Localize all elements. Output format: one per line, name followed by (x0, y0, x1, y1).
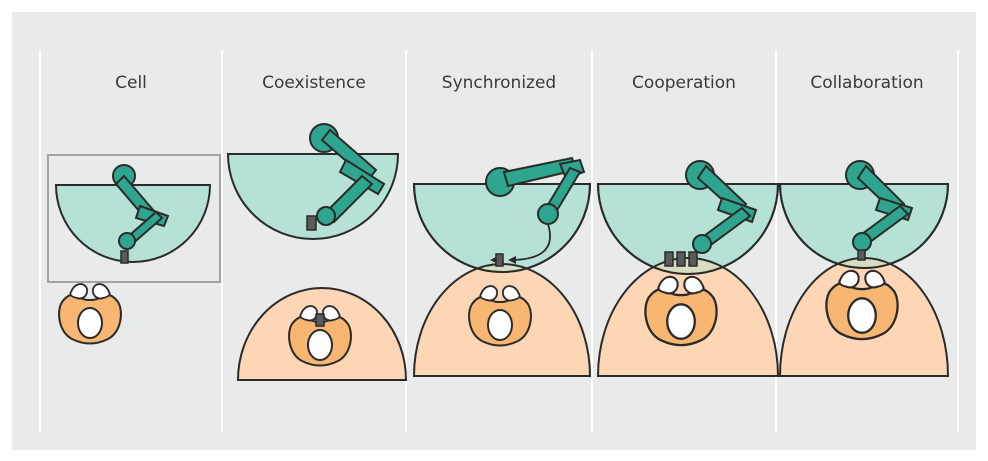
panel-title-cell: Cell (115, 73, 147, 93)
robot-workspace (54, 184, 212, 263)
panel-cell (47, 154, 221, 345)
shared-zone (414, 263, 590, 272)
panel-title-collaboration: Collaboration (810, 73, 923, 93)
workpiece (306, 215, 317, 231)
robot-arm (309, 123, 386, 226)
panel-coexistence (226, 123, 408, 381)
panel-synchronized (412, 156, 592, 377)
handover-path-arrow (509, 223, 551, 261)
workpiece (120, 250, 129, 264)
workpiece (857, 249, 866, 261)
robot-arm (685, 160, 758, 254)
workpiece (495, 253, 504, 267)
workpiece (688, 251, 698, 267)
safety-cell-frame (47, 154, 221, 283)
robot-arm (845, 160, 914, 252)
workpiece (664, 251, 674, 267)
panel-collaboration (778, 160, 950, 377)
panel-title-coexistence: Coexistence (262, 73, 366, 93)
panel-title-synchronized: Synchronized (442, 73, 556, 93)
robot-arm (112, 164, 170, 250)
shared-zone (780, 257, 948, 268)
panel-cooperation (596, 160, 780, 377)
panel-title-cooperation: Cooperation (632, 73, 736, 93)
robot-arm (485, 156, 586, 225)
workpiece (315, 313, 325, 327)
workpiece (676, 251, 686, 267)
